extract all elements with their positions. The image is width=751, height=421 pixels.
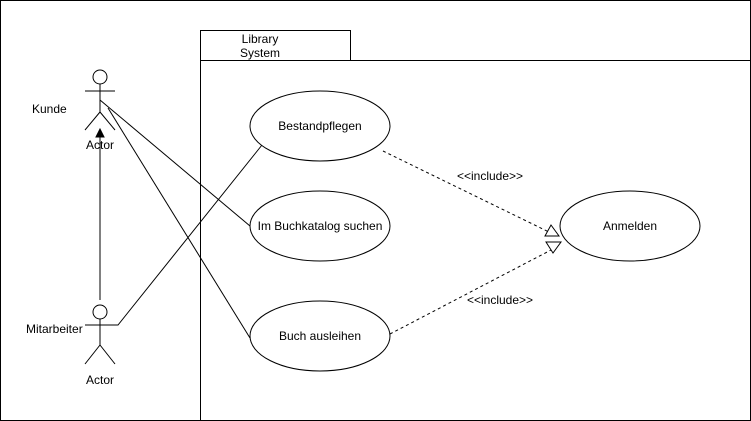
system-title-tab[interactable]: [200, 30, 351, 61]
actor-kunde-type: Actor: [86, 138, 114, 152]
system-title-line1: Library: [242, 32, 279, 46]
generalization-arrowhead: [95, 127, 105, 138]
use-case-ausleihen-label: Buch ausleihen: [279, 329, 361, 343]
actor-mitarbeiter-head: [92, 304, 108, 320]
actor-kunde-name: Kunde: [32, 102, 67, 116]
actor-mitarbeiter-name: Mitarbeiter: [26, 322, 83, 336]
include-arrowhead-ausleihen: [545, 241, 562, 254]
use-case-bestandpflegen-label: Bestandpflegen: [278, 119, 361, 133]
association-kunde-bestand[interactable]: [99, 99, 251, 227]
include-arrowhead-bestand: [544, 224, 560, 237]
actor-mitarbeiter-leg-right: [99, 344, 116, 365]
actor-kunde-head: [92, 69, 108, 85]
actor-mitarbeiter-type: Actor: [86, 373, 114, 387]
actor-mitarbeiter-leg-left: [84, 344, 101, 365]
use-case-anmelden[interactable]: [559, 190, 701, 262]
include-line-bestand[interactable]: [382, 150, 552, 234]
use-case-ausleihen[interactable]: [249, 300, 391, 372]
actor-kunde-leg-right: [99, 111, 116, 131]
association-kunde-ausleihen[interactable]: [107, 107, 251, 339]
actor-kunde-leg-left: [84, 111, 101, 131]
use-case-buchkatalog[interactable]: [249, 190, 391, 262]
association-mitarbeiter-bestand[interactable]: [100, 144, 263, 326]
actor-kunde[interactable]: [84, 69, 116, 131]
system-title-line2: System: [240, 46, 280, 60]
include-line-ausleihen[interactable]: [389, 249, 552, 335]
include-label-bottom: <<include>>: [467, 293, 533, 307]
actor-mitarbeiter[interactable]: [84, 304, 116, 365]
use-case-bestandpflegen[interactable]: [249, 90, 391, 162]
use-case-anmelden-label: Anmelden: [603, 219, 657, 233]
include-label-top: <<include>>: [457, 169, 523, 183]
use-case-buchkatalog-label: Im Buchkatalog suchen: [258, 219, 383, 233]
